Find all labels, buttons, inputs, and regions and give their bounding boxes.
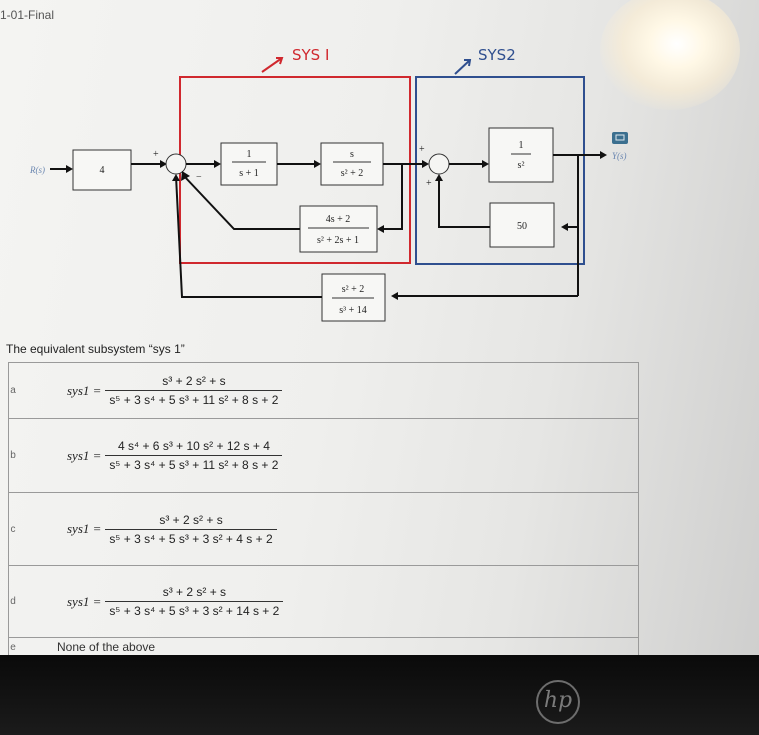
equation: sys1 = 4 s⁴ + 6 s³ + 10 s² + 12 s + 4 s⁵…	[17, 439, 638, 472]
block3-numerator: 1	[519, 140, 524, 151]
equation-lhs: sys1 =	[67, 521, 102, 536]
equation-lhs: sys1 =	[67, 593, 102, 609]
option-body[interactable]: sys1 = s³ + 2 s² + s s⁵ + 3 s⁴ + 5 s³ + …	[17, 492, 639, 566]
equation-lhs: sys1 =	[67, 447, 102, 463]
numerator: 4 s⁴ + 6 s³ + 10 s² + 12 s + 4	[117, 439, 270, 453]
outer-feedback-numerator: s² + 2	[342, 284, 365, 295]
sys2-annotation: SYS2	[454, 46, 516, 75]
sum2-plus-bottom: +	[426, 178, 432, 189]
answer-options-table: a sys1 = s³ + 2 s² + s s⁵ + 3 s⁴ + 5 s³ …	[8, 362, 639, 655]
outer-feedback-denominator: s³ + 14	[339, 305, 367, 316]
feedback-block-1	[299, 205, 378, 253]
input-signal-label: R(s)	[29, 165, 45, 175]
summing-junction-2	[428, 153, 450, 175]
equation: sys1 = s³ + 2 s² + s s⁵ + 3 s⁴ + 5 s³ + …	[17, 585, 638, 618]
monitor-bezel	[0, 655, 759, 735]
option-row-c[interactable]: c sys1 = s³ + 2 s² + s s⁵ + 3 s⁴ + 5 s³ …	[8, 492, 639, 566]
transfer-block-1	[220, 142, 278, 186]
option-body[interactable]: sys1 = s³ + 2 s² + s s⁵ + 3 s⁴ + 5 s³ + …	[17, 565, 639, 638]
sum1-plus-sign: +	[153, 149, 159, 160]
fraction: 4 s⁴ + 6 s³ + 10 s² + 12 s + 4 s⁵ + 3 s⁴…	[105, 439, 283, 472]
denominator: s⁵ + 3 s⁴ + 5 s³ + 3 s² + 14 s + 2	[105, 601, 284, 618]
block2-denominator: s² + 2	[341, 168, 364, 179]
chat-icon[interactable]	[612, 132, 628, 144]
option-row-b[interactable]: b sys1 = 4 s⁴ + 6 s³ + 10 s² + 12 s + 4 …	[8, 418, 639, 493]
output-signal-label: Y(s)	[612, 151, 627, 161]
option-row-a[interactable]: a sys1 = s³ + 2 s² + s s⁵ + 3 s⁴ + 5 s³ …	[8, 362, 639, 419]
sum1-minus-sign: −	[196, 172, 202, 183]
equation: sys1 = s³ + 2 s² + s s⁵ + 3 s⁴ + 5 s³ + …	[17, 513, 638, 546]
block-diagram: SYS I SYS2 R(s) 4 + − 1 s + 1	[29, 46, 628, 322]
sys2-label: SYS2	[478, 46, 516, 64]
option-body[interactable]: sys1 = s³ + 2 s² + s s⁵ + 3 s⁴ + 5 s³ + …	[17, 362, 639, 419]
option-letter: e	[8, 637, 17, 655]
screen-glare	[600, 0, 740, 110]
sys1-label: SYS I	[292, 46, 329, 64]
option-row-e[interactable]: e None of the above	[8, 637, 639, 655]
page-header: 1-01-Final	[0, 8, 55, 22]
fraction: s³ + 2 s² + s s⁵ + 3 s⁴ + 5 s³ + 3 s² + …	[105, 585, 284, 618]
equation: sys1 = s³ + 2 s² + s s⁵ + 3 s⁴ + 5 s³ + …	[17, 374, 638, 407]
monitor-screen: 1-01-Final SYS I SYS2 R(s) 4 + −	[0, 0, 759, 655]
feedback2-value: 50	[517, 221, 527, 232]
transfer-block-3	[488, 127, 554, 183]
fraction: s³ + 2 s² + s s⁵ + 3 s⁴ + 5 s³ + 3 s² + …	[105, 512, 277, 546]
transfer-block-2	[320, 142, 384, 186]
option-body[interactable]: None of the above	[17, 637, 639, 655]
gain-block	[72, 149, 132, 191]
fraction: s³ + 2 s² + s s⁵ + 3 s⁴ + 5 s³ + 11 s² +…	[105, 374, 283, 407]
option-row-d[interactable]: d sys1 = s³ + 2 s² + s s⁵ + 3 s⁴ + 5 s³ …	[8, 565, 639, 638]
question-text: The equivalent subsystem “sys 1”	[6, 342, 185, 356]
option-letter: d	[8, 565, 17, 638]
option-letter: a	[8, 362, 17, 419]
denominator: s⁵ + 3 s⁴ + 5 s³ + 11 s² + 8 s + 2	[105, 390, 283, 407]
sys2-box	[415, 76, 585, 265]
sys1-annotation: SYS I	[261, 46, 329, 73]
block3-denominator: s²	[518, 160, 525, 171]
numerator: s³ + 2 s² + s	[159, 512, 223, 527]
gain-value: 4	[100, 165, 105, 176]
hp-logo: hp	[536, 680, 580, 724]
feedback-block-2	[489, 202, 555, 248]
block1-denominator: s + 1	[239, 168, 259, 179]
numerator: s³ + 2 s² + s	[162, 374, 226, 388]
denominator: s⁵ + 3 s⁴ + 5 s³ + 11 s² + 8 s + 2	[105, 455, 283, 472]
option-letter: b	[8, 418, 17, 493]
equation-lhs: sys1 =	[67, 382, 102, 398]
option-body[interactable]: sys1 = 4 s⁴ + 6 s³ + 10 s² + 12 s + 4 s⁵…	[17, 418, 639, 493]
numerator: s³ + 2 s² + s	[162, 585, 227, 599]
summing-junction-1	[165, 153, 187, 175]
option-letter: c	[8, 492, 17, 566]
feedback1-denominator: s² + 2s + 1	[317, 235, 359, 246]
feedback1-numerator: 4s + 2	[326, 214, 351, 225]
block2-numerator: s	[350, 149, 354, 160]
option-text: None of the above	[57, 640, 156, 654]
sum2-plus-top: +	[419, 144, 425, 155]
block1-numerator: 1	[247, 149, 252, 160]
denominator: s⁵ + 3 s⁴ + 5 s³ + 3 s² + 4 s + 2	[105, 528, 277, 546]
